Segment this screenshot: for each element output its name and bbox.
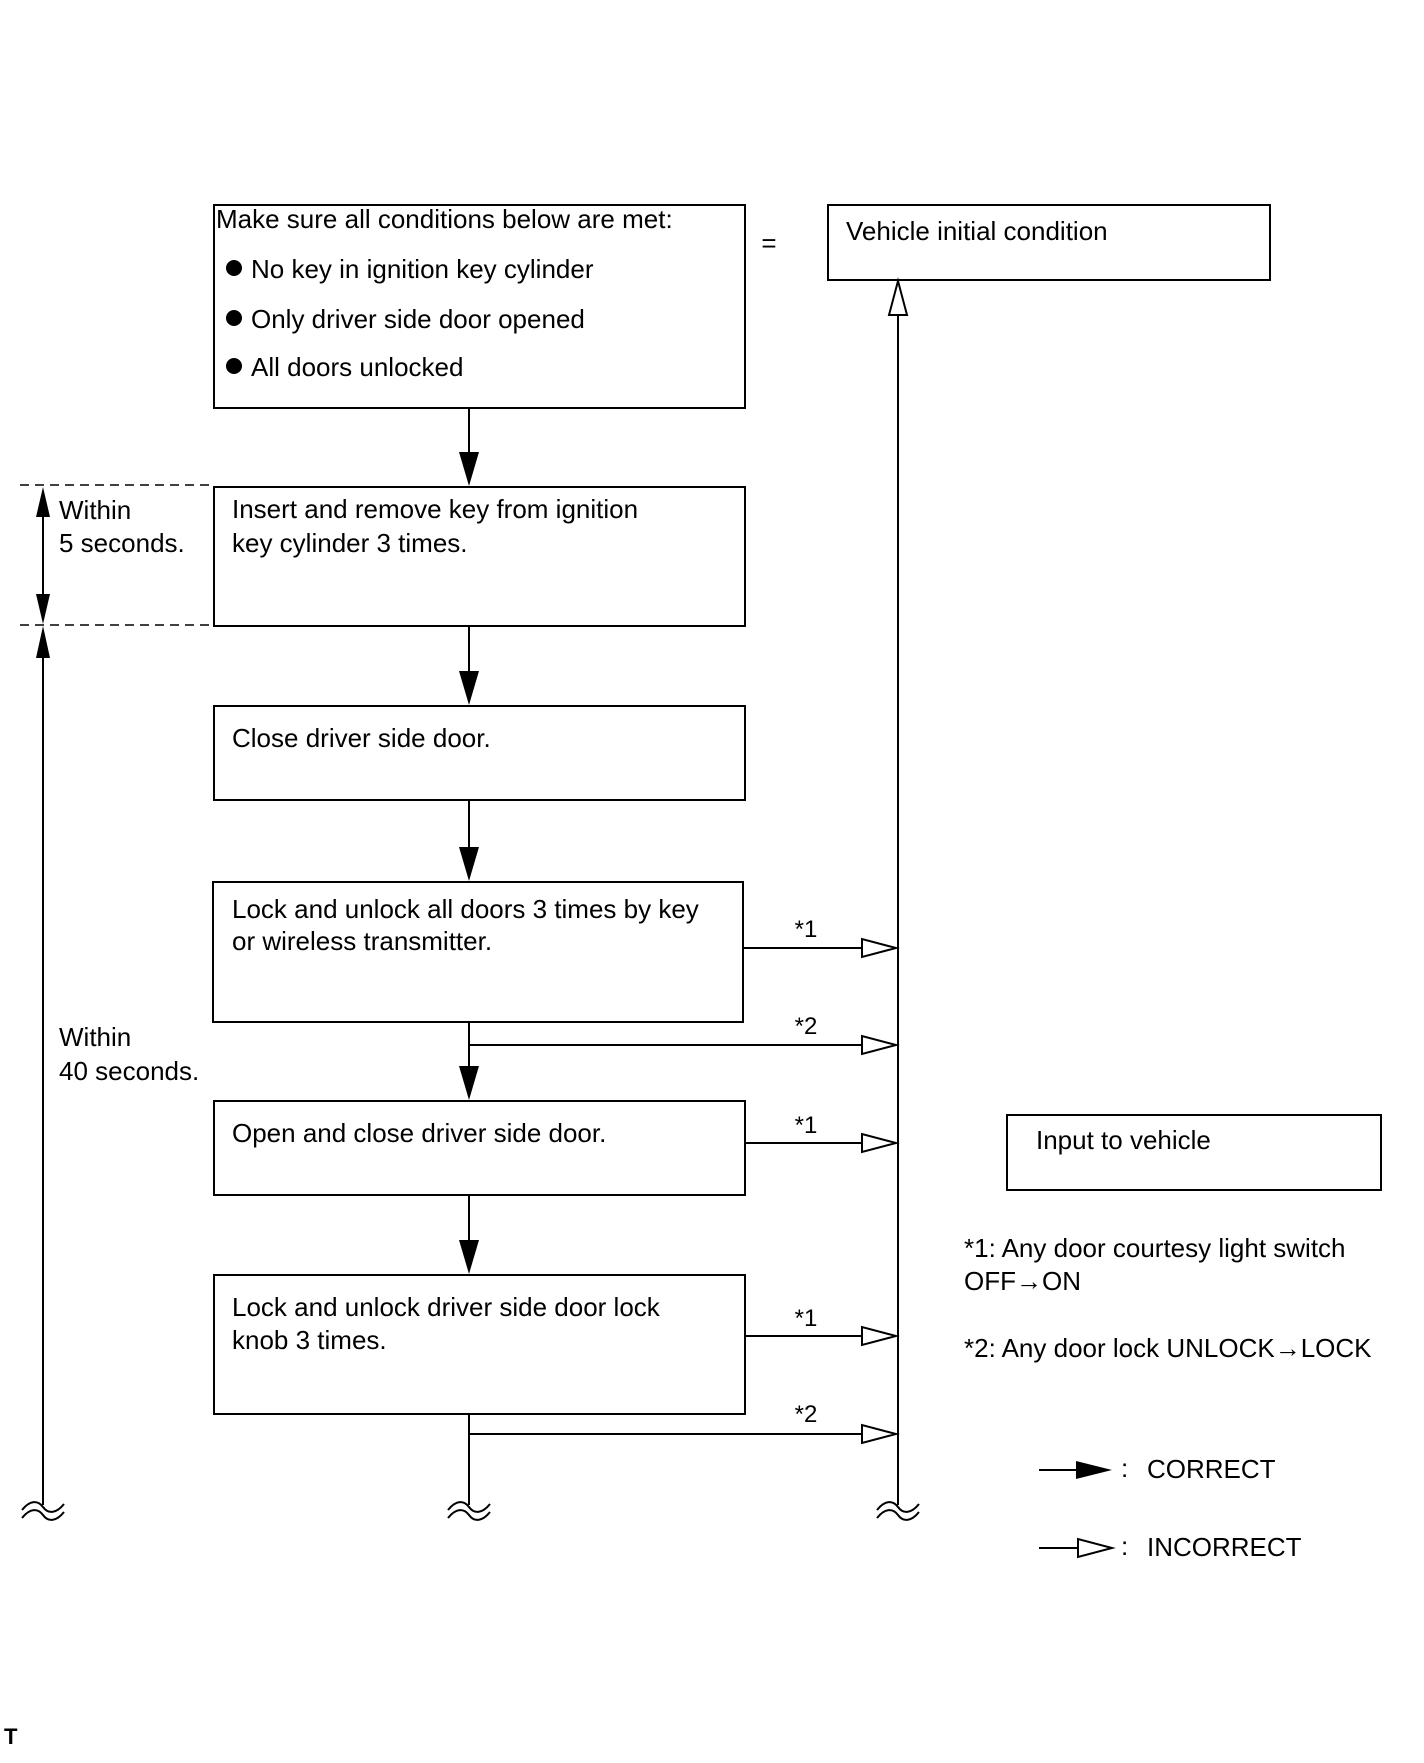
branch-tag: *2 bbox=[795, 1013, 818, 1040]
lock-unlock-key-box: Lock and unlock all doors 3 times by key… bbox=[212, 881, 744, 1023]
incorrect-arrowhead bbox=[861, 1325, 900, 1347]
incorrect-arrowhead bbox=[861, 1132, 900, 1154]
incorrect-branches: *1 *2 *1 *1 *2 bbox=[469, 916, 900, 1445]
legend-incorrect: : INCORRECT bbox=[1039, 1531, 1302, 1562]
conditions-title: Make sure all conditions below are met: bbox=[216, 204, 673, 234]
conditions-box: Make sure all conditions below are met: … bbox=[213, 204, 746, 409]
break-mark-icon bbox=[447, 1501, 491, 1521]
initial-condition-box: Vehicle initial condition bbox=[827, 204, 1271, 281]
insert-key-box: Insert and remove key from ignition key … bbox=[213, 486, 746, 627]
legend: : CORRECT : INCORRECT bbox=[1039, 1453, 1302, 1562]
correct-arrowhead bbox=[459, 1066, 479, 1100]
incorrect-arrowhead bbox=[861, 1034, 900, 1056]
break-mark-icon bbox=[876, 1501, 920, 1521]
input-to-vehicle-label: Input to vehicle bbox=[1036, 1125, 1211, 1155]
timing-label: Within bbox=[59, 495, 131, 525]
step-text-line: Close driver side door. bbox=[232, 723, 491, 753]
timing-arrowhead bbox=[36, 626, 50, 658]
equals-sign: = bbox=[761, 228, 776, 258]
input-to-vehicle-box: Input to vehicle bbox=[1006, 1114, 1382, 1191]
note-1-line: OFF→ON bbox=[964, 1266, 1081, 1296]
legend-correct-label: CORRECT bbox=[1147, 1454, 1276, 1484]
timing-label: Within bbox=[59, 1022, 131, 1052]
open-close-door-box: Open and close driver side door. bbox=[213, 1100, 746, 1196]
initial-condition-label: Vehicle initial condition bbox=[846, 216, 1108, 246]
step-text-line: knob 3 times. bbox=[232, 1325, 387, 1355]
step-text-line: key cylinder 3 times. bbox=[232, 528, 468, 558]
correct-arrowhead bbox=[459, 452, 479, 486]
step-text-line: Lock and unlock all doors 3 times by key bbox=[232, 894, 699, 924]
correct-arrowhead bbox=[459, 671, 479, 705]
bullet-icon bbox=[226, 310, 242, 326]
condition-item: Only driver side door opened bbox=[251, 304, 585, 334]
break-marks bbox=[21, 1501, 920, 1521]
correct-arrow-icon bbox=[1076, 1461, 1112, 1479]
return-line bbox=[887, 277, 909, 1505]
legend-incorrect-label: INCORRECT bbox=[1147, 1532, 1302, 1562]
branch-tag: *1 bbox=[795, 1112, 818, 1139]
incorrect-arrowhead bbox=[861, 1423, 900, 1445]
note-1-line: *1: Any door courtesy light switch bbox=[964, 1233, 1346, 1263]
correct-arrowhead bbox=[459, 1240, 479, 1274]
bullet-icon bbox=[226, 358, 242, 374]
timing-label: 40 seconds. bbox=[59, 1056, 199, 1086]
timing-brackets: Within 5 seconds. Within 40 seconds. bbox=[20, 484, 210, 1505]
notes: *1: Any door courtesy light switch OFF→O… bbox=[964, 1233, 1372, 1363]
step-text-line: Lock and unlock driver side door lock bbox=[232, 1292, 661, 1322]
lock-unlock-knob-box: Lock and unlock driver side door lock kn… bbox=[213, 1274, 746, 1415]
condition-item: No key in ignition key cylinder bbox=[251, 254, 594, 284]
timing-arrowhead bbox=[36, 487, 50, 517]
legend-correct: : CORRECT bbox=[1039, 1453, 1276, 1484]
legend-colon: : bbox=[1121, 1453, 1128, 1483]
bullet-icon bbox=[226, 260, 242, 276]
timing-label: 5 seconds. bbox=[59, 528, 185, 558]
main-flow bbox=[459, 408, 479, 1505]
branch-tag: *1 bbox=[795, 1305, 818, 1332]
step-text-line: or wireless transmitter. bbox=[232, 926, 492, 956]
condition-item: All doors unlocked bbox=[251, 352, 463, 382]
break-mark-icon bbox=[21, 1501, 65, 1521]
correct-arrowhead bbox=[459, 847, 479, 881]
close-door-box: Close driver side door. bbox=[213, 705, 746, 801]
note-2: *2: Any door lock UNLOCK→LOCK bbox=[964, 1333, 1372, 1363]
timing-arrowhead bbox=[36, 594, 50, 624]
incorrect-arrow-icon bbox=[1077, 1537, 1116, 1559]
incorrect-arrowhead bbox=[861, 937, 900, 959]
corner-mark: T bbox=[4, 1724, 18, 1749]
branch-tag: *2 bbox=[795, 1401, 818, 1428]
step-text-line: Open and close driver side door. bbox=[232, 1118, 606, 1148]
step-text-line: Insert and remove key from ignition bbox=[232, 494, 638, 524]
branch-tag: *1 bbox=[795, 916, 818, 943]
incorrect-arrowhead bbox=[887, 277, 909, 316]
legend-colon: : bbox=[1121, 1531, 1128, 1561]
